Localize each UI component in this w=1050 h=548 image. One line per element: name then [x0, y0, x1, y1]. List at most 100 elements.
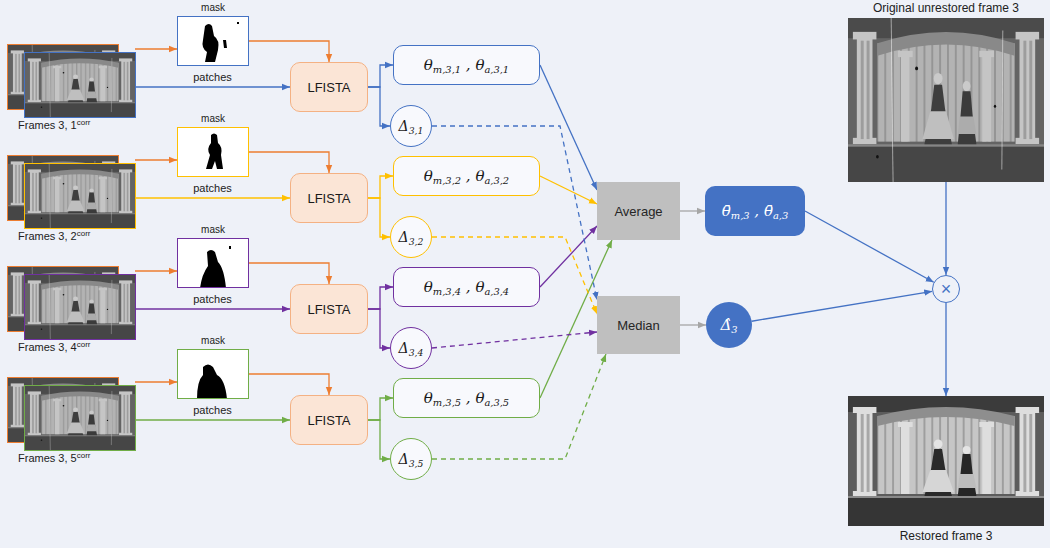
process-box: LFISTA	[290, 173, 368, 223]
node-label: Frames 3, 1	[18, 119, 77, 131]
subscript: m,3,4	[433, 286, 461, 297]
restored-photo	[848, 396, 1044, 526]
connector	[135, 197, 290, 198]
node-label: θm,3,1 , θa,3,1	[424, 56, 509, 74]
edge-label: patches	[192, 71, 233, 84]
process-box: LFISTA	[290, 395, 368, 445]
connector	[680, 210, 705, 211]
node-label: LFISTA	[307, 191, 350, 206]
node-label: mask	[178, 335, 248, 347]
connector	[680, 324, 706, 325]
connector	[249, 263, 329, 284]
node-label: Δ3,5	[399, 451, 424, 467]
subscript: a,3,1	[484, 64, 509, 75]
connector	[368, 309, 390, 348]
connector	[135, 270, 177, 271]
estimate-box: θm,3,5 , θa,3,5	[393, 378, 540, 418]
mask-image	[177, 127, 249, 177]
frame-photo	[25, 275, 135, 339]
subscript: m,3,2	[433, 175, 461, 186]
superscript-label: corr	[77, 229, 91, 238]
edge-label: patches	[192, 182, 233, 195]
connector	[368, 287, 393, 309]
node-label: Frames 3, 2	[18, 230, 77, 242]
node-label: LFISTA	[307, 80, 350, 95]
frame-stack: Frames 3, 5corr	[8, 378, 135, 470]
frame-stack: Frames 3, 1corr	[8, 45, 135, 137]
superscript-label: corr	[77, 118, 91, 127]
node-label: Original unrestored frame 3	[828, 1, 1050, 15]
image-panel: Original unrestored frame 3	[848, 18, 1044, 182]
frame-photo	[25, 386, 135, 450]
offset-circle: Δ3,4	[390, 327, 432, 369]
edge-label: patches	[192, 293, 233, 306]
node-label: θ̄m,3 , θ̄a,3	[722, 202, 788, 220]
connector	[368, 87, 390, 126]
mask-box: mask	[177, 16, 249, 66]
connector	[540, 176, 597, 204]
process-box: LFISTA	[290, 284, 368, 334]
node-label: mask	[178, 2, 248, 14]
frame-border	[24, 274, 136, 340]
frame-photo	[25, 53, 135, 117]
frame-border	[24, 163, 136, 229]
offset-circle: Δ3,1	[390, 105, 432, 147]
connector	[135, 159, 177, 160]
node-label: Average	[614, 204, 662, 219]
subscript: a,3,2	[484, 175, 509, 186]
connector	[249, 374, 329, 395]
offset-circle: Δ3,2	[390, 216, 432, 258]
mask-image	[177, 16, 249, 66]
node-label: Δ3,4	[399, 340, 424, 356]
connector	[945, 303, 946, 396]
mask-image	[177, 238, 249, 288]
node-label: LFISTA	[307, 302, 350, 317]
connector	[945, 182, 946, 275]
connector	[368, 198, 390, 237]
node-label: Frames 3, 4	[18, 341, 77, 353]
connector	[135, 419, 290, 420]
frame-row	[7, 155, 136, 229]
multiply-circle: ×	[932, 275, 960, 303]
connector	[135, 308, 290, 309]
node-label: θm,3,5 , θa,3,5	[424, 389, 509, 407]
connector	[368, 398, 393, 420]
result-box: θ̄m,3 , θ̄a,3	[705, 186, 805, 236]
connector	[432, 332, 597, 348]
node-label: Δ̂3	[720, 316, 737, 334]
connector	[540, 65, 597, 190]
connector	[540, 226, 597, 287]
estimate-box: θm,3,1 , θa,3,1	[393, 45, 540, 85]
frame-border	[24, 52, 136, 118]
node-label: mask	[178, 113, 248, 125]
frame-row	[7, 44, 136, 118]
connector	[805, 211, 934, 282]
offset-circle: Δ3,5	[390, 438, 432, 480]
subscript: m,3,5	[433, 397, 461, 408]
median-box: Median	[597, 296, 680, 354]
superscript-label: corr	[77, 451, 91, 460]
subscript: 3,4	[409, 347, 424, 358]
subscript: m,3,1	[433, 64, 461, 75]
connector	[368, 420, 390, 459]
mask-box: mask	[177, 349, 249, 399]
result-circle: Δ̂3	[706, 302, 752, 348]
connector	[135, 86, 290, 87]
mask-box: mask	[177, 127, 249, 177]
estimate-box: θm,3,2 , θa,3,2	[393, 156, 540, 196]
frame-photo	[25, 164, 135, 228]
connector	[249, 41, 329, 62]
subscript: 3,5	[409, 458, 424, 469]
node-label: ×	[941, 280, 952, 298]
frame-row	[7, 266, 136, 340]
average-box: Average	[597, 182, 680, 240]
subscript: 3,1	[409, 125, 424, 136]
superscript-label: corr	[77, 340, 91, 349]
mask-image	[177, 349, 249, 399]
mask-box: mask	[177, 238, 249, 288]
estimate-box: θm,3,4 , θa,3,4	[393, 267, 540, 307]
node-label: LFISTA	[307, 413, 350, 428]
node-label: θm,3,4 , θa,3,4	[424, 278, 509, 296]
node-label: Restored frame 3	[828, 529, 1050, 543]
